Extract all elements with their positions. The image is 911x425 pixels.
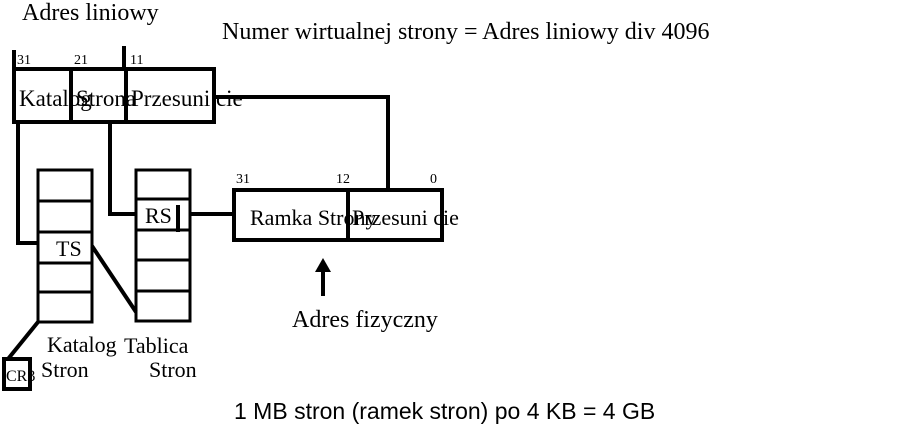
page-directory-cell [36, 261, 94, 294]
page-table-entry-rs: RS [145, 203, 172, 228]
physical-address-label: Adres fizyczny [292, 307, 438, 333]
page-table [134, 168, 192, 323]
catalog-to-ts-line [16, 122, 38, 245]
bit-label-21: 21 [74, 53, 88, 68]
field-phys-offset: Przesuni cie [352, 205, 459, 230]
page-directory-label-line1: Katalog [47, 332, 117, 357]
page-table-cell [134, 289, 192, 323]
field-catalog: Katalog [19, 86, 92, 111]
bit-label-11: 11 [130, 53, 143, 68]
ts-to-page-table-line [90, 244, 138, 314]
physical-address-register [232, 188, 444, 242]
phys-bit-label-31: 31 [236, 172, 250, 187]
page-directory-cell [36, 230, 94, 265]
page-directory-label-line2: Stron [41, 357, 89, 382]
page-table-label-line2: Stron [149, 357, 197, 382]
page-table-cell [134, 258, 192, 293]
page-table-cell [134, 228, 192, 262]
page-directory-entry-ts: TS [56, 236, 82, 261]
page-directory-cell [36, 168, 94, 203]
formula-text: Numer wirtualnej strony = Adres liniowy … [222, 19, 709, 45]
page-to-rs-line [108, 122, 136, 216]
cr3-register [2, 357, 32, 391]
page-directory-table [36, 168, 94, 324]
cr3-label: CR3 [6, 368, 35, 385]
page-table-cell [134, 168, 192, 201]
bit-label-31: 31 [17, 53, 31, 68]
page-directory-cell [36, 199, 94, 234]
page-directory-cell [36, 290, 94, 324]
up-arrow-icon [315, 258, 331, 272]
offset-connector-line [214, 95, 390, 190]
phys-bit-label-0: 0 [430, 172, 437, 187]
cr3-to-directory-line [6, 320, 40, 361]
page-table-label-line1: Tablica [124, 333, 189, 358]
field-frame: Ramka Strony [250, 205, 377, 230]
linear-address-title: Adres liniowy [22, 0, 159, 26]
phys-bit-label-12: 12 [336, 172, 350, 187]
field-page: Strona [76, 86, 136, 111]
footer-text: 1 MB stron (ramek stron) po 4 KB = 4 GB [234, 398, 655, 424]
